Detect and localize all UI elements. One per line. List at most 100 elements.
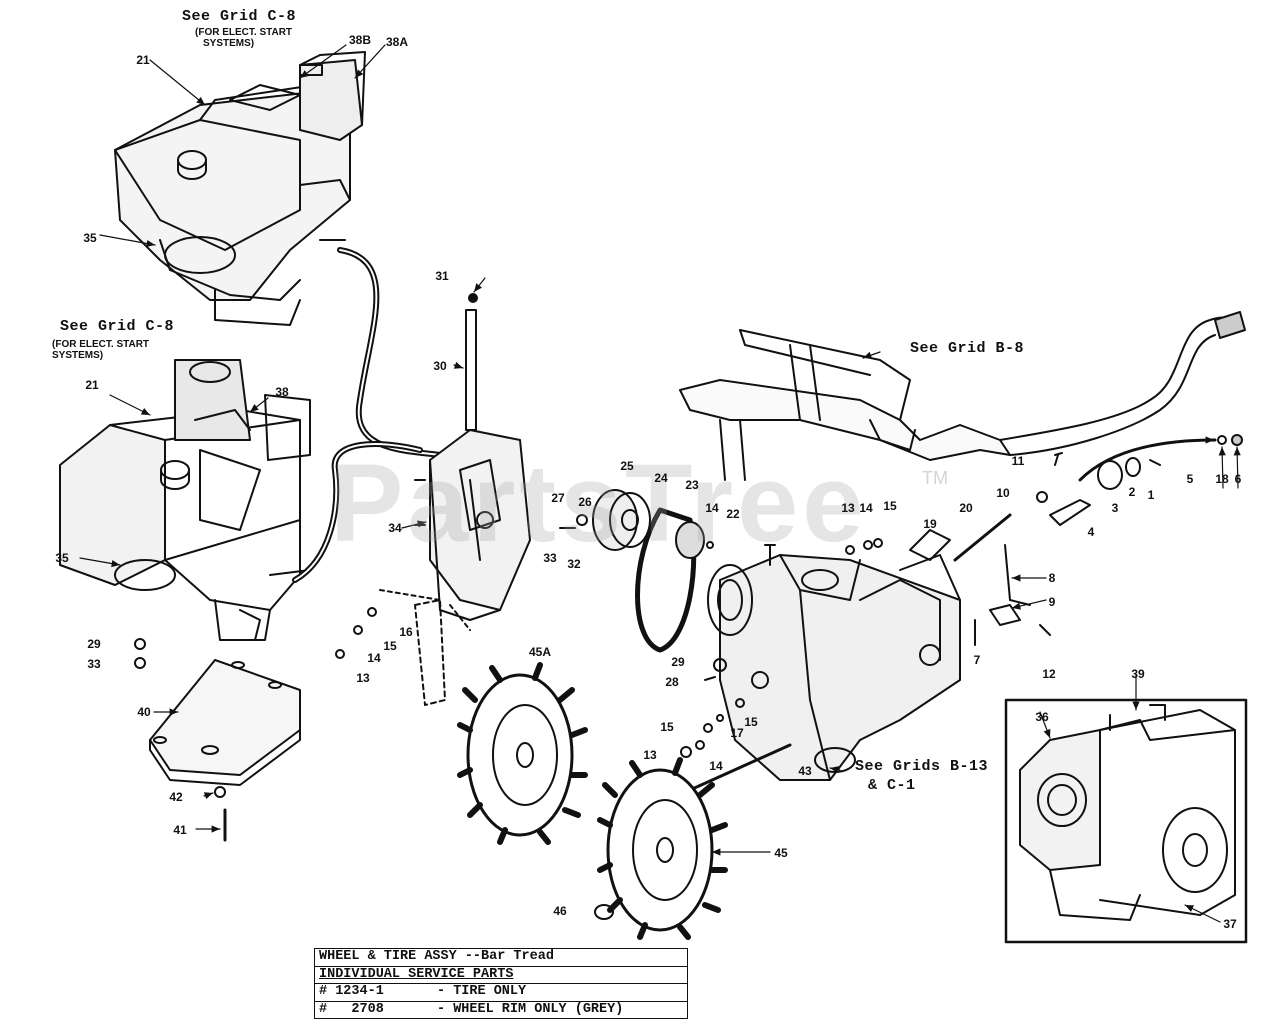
callout-13: 13: [643, 748, 657, 762]
callout-13: 13: [356, 671, 370, 685]
callout-18: 18: [1215, 472, 1229, 486]
callout-35: 35: [55, 551, 69, 565]
rod-20: [953, 513, 1012, 562]
note-elect-start-left: (FOR ELECT. START: [52, 339, 150, 350]
callout-17: 17: [730, 726, 744, 740]
callout-14: 14: [705, 501, 719, 515]
callout-9: 9: [1048, 595, 1056, 609]
callout-24: 24: [654, 471, 668, 485]
note-elect-start-top: (FOR ELECT. START: [195, 27, 293, 38]
callout-25: 25: [620, 459, 634, 473]
callout-39: 39: [1131, 667, 1145, 681]
callout-15: 15: [660, 720, 674, 734]
callout-45a: 45A: [528, 645, 552, 659]
callout-29: 29: [87, 637, 101, 651]
callout-13: 13: [841, 501, 855, 515]
note-see-grid-c8-top: See Grid C-8: [182, 8, 297, 25]
callout-15: 15: [883, 499, 897, 513]
callout-5: 5: [1186, 472, 1194, 486]
callout-19: 19: [923, 517, 937, 531]
part-number: # 1234-1: [319, 984, 384, 999]
callout-38: 38: [275, 385, 289, 399]
callout-23: 23: [685, 478, 699, 492]
callout-33: 33: [87, 657, 101, 671]
callout-15: 15: [383, 639, 397, 653]
callout-14: 14: [367, 651, 381, 665]
part-description: - WHEEL RIM ONLY (GREY): [437, 1001, 624, 1017]
base-plate-drawing: [149, 659, 301, 786]
table-subtitle: INDIVIDUAL SERVICE PARTS: [315, 967, 687, 984]
callout-32: 32: [567, 557, 581, 571]
callout-2: 2: [1128, 485, 1136, 499]
bracket-arm: [414, 599, 446, 706]
note-systems-top: SYSTEMS): [203, 38, 255, 49]
callout-40: 40: [137, 705, 151, 719]
note-see-grids-b13: See Grids B-13: [855, 758, 989, 775]
pulley-25-drawing: [592, 489, 651, 551]
callout-38b: 38B: [348, 33, 372, 47]
note-grids-c1: & C-1: [868, 777, 916, 794]
callout-30: 30: [433, 359, 447, 373]
callout-43: 43: [798, 764, 812, 778]
callout-42: 42: [169, 790, 183, 804]
service-parts-table: WHEEL & TIRE ASSY --Bar Tread INDIVIDUAL…: [314, 948, 688, 1019]
callout-31: 31: [435, 269, 449, 283]
top-engine-drawing: [114, 51, 366, 326]
part-number: # 2708: [319, 1001, 384, 1017]
callout-4: 4: [1087, 525, 1095, 539]
engine-hose: [337, 247, 443, 458]
inset-engine-drawing: [1019, 704, 1236, 921]
inset-frame: [1004, 698, 1248, 944]
handle-frame-drawing: [679, 311, 1246, 481]
callout-28: 28: [665, 675, 679, 689]
cable-5: [1078, 438, 1217, 482]
callout-20: 20: [959, 501, 973, 515]
hubcap-46: [594, 904, 614, 920]
callout-33: 33: [543, 551, 557, 565]
callout-22: 22: [726, 507, 740, 521]
wheel-45-drawing: [597, 757, 728, 940]
callout-41: 41: [173, 823, 187, 837]
callout-7: 7: [973, 653, 981, 667]
callout-35: 35: [83, 231, 97, 245]
transmission-drawing: [707, 544, 961, 781]
callout-36: 36: [1035, 710, 1049, 724]
callout-29: 29: [671, 655, 685, 669]
callout-27: 27: [551, 491, 565, 505]
callout-16: 16: [399, 625, 413, 639]
bracket-9: [989, 604, 1021, 626]
callout-1: 1: [1147, 488, 1155, 502]
note-see-grid-c8-left: See Grid C-8: [60, 318, 175, 335]
lever-plate: [1049, 499, 1091, 526]
bracket-19: [909, 529, 951, 561]
table-row: # 2708 - WHEEL RIM ONLY (GREY): [315, 1002, 687, 1019]
callout-15: 15: [744, 715, 758, 729]
note-see-grid-b8: See Grid B-8: [910, 340, 1025, 357]
callout-14: 14: [709, 759, 723, 773]
callout-11: 11: [1011, 454, 1025, 468]
callout-21: 21: [85, 378, 99, 392]
nut-31: [468, 293, 478, 303]
callout-10: 10: [996, 486, 1010, 500]
note-systems-left: SYSTEMS): [52, 350, 104, 361]
callout-46: 46: [553, 904, 567, 918]
callout-14: 14: [859, 501, 873, 515]
pulley-23: [675, 521, 705, 559]
callout-6: 6: [1234, 472, 1242, 486]
left-engine-drawing: [59, 359, 311, 641]
wheel-45a-drawing: [457, 662, 588, 845]
callout-21: 21: [136, 53, 150, 67]
partstree-watermark: PartsTree: [330, 442, 868, 565]
table-title: WHEEL & TIRE ASSY --Bar Tread: [315, 949, 687, 967]
callout-3: 3: [1111, 501, 1119, 515]
shaft-30: [465, 309, 477, 431]
callout-45: 45: [774, 846, 788, 860]
trademark-mark: TM: [922, 468, 948, 488]
callout-12: 12: [1042, 667, 1056, 681]
callout-37: 37: [1223, 917, 1237, 931]
callout-38a: 38A: [385, 35, 409, 49]
callout-8: 8: [1048, 571, 1056, 585]
part-description: - TIRE ONLY: [437, 984, 527, 999]
table-row: # 1234-1 - TIRE ONLY: [315, 984, 687, 1002]
